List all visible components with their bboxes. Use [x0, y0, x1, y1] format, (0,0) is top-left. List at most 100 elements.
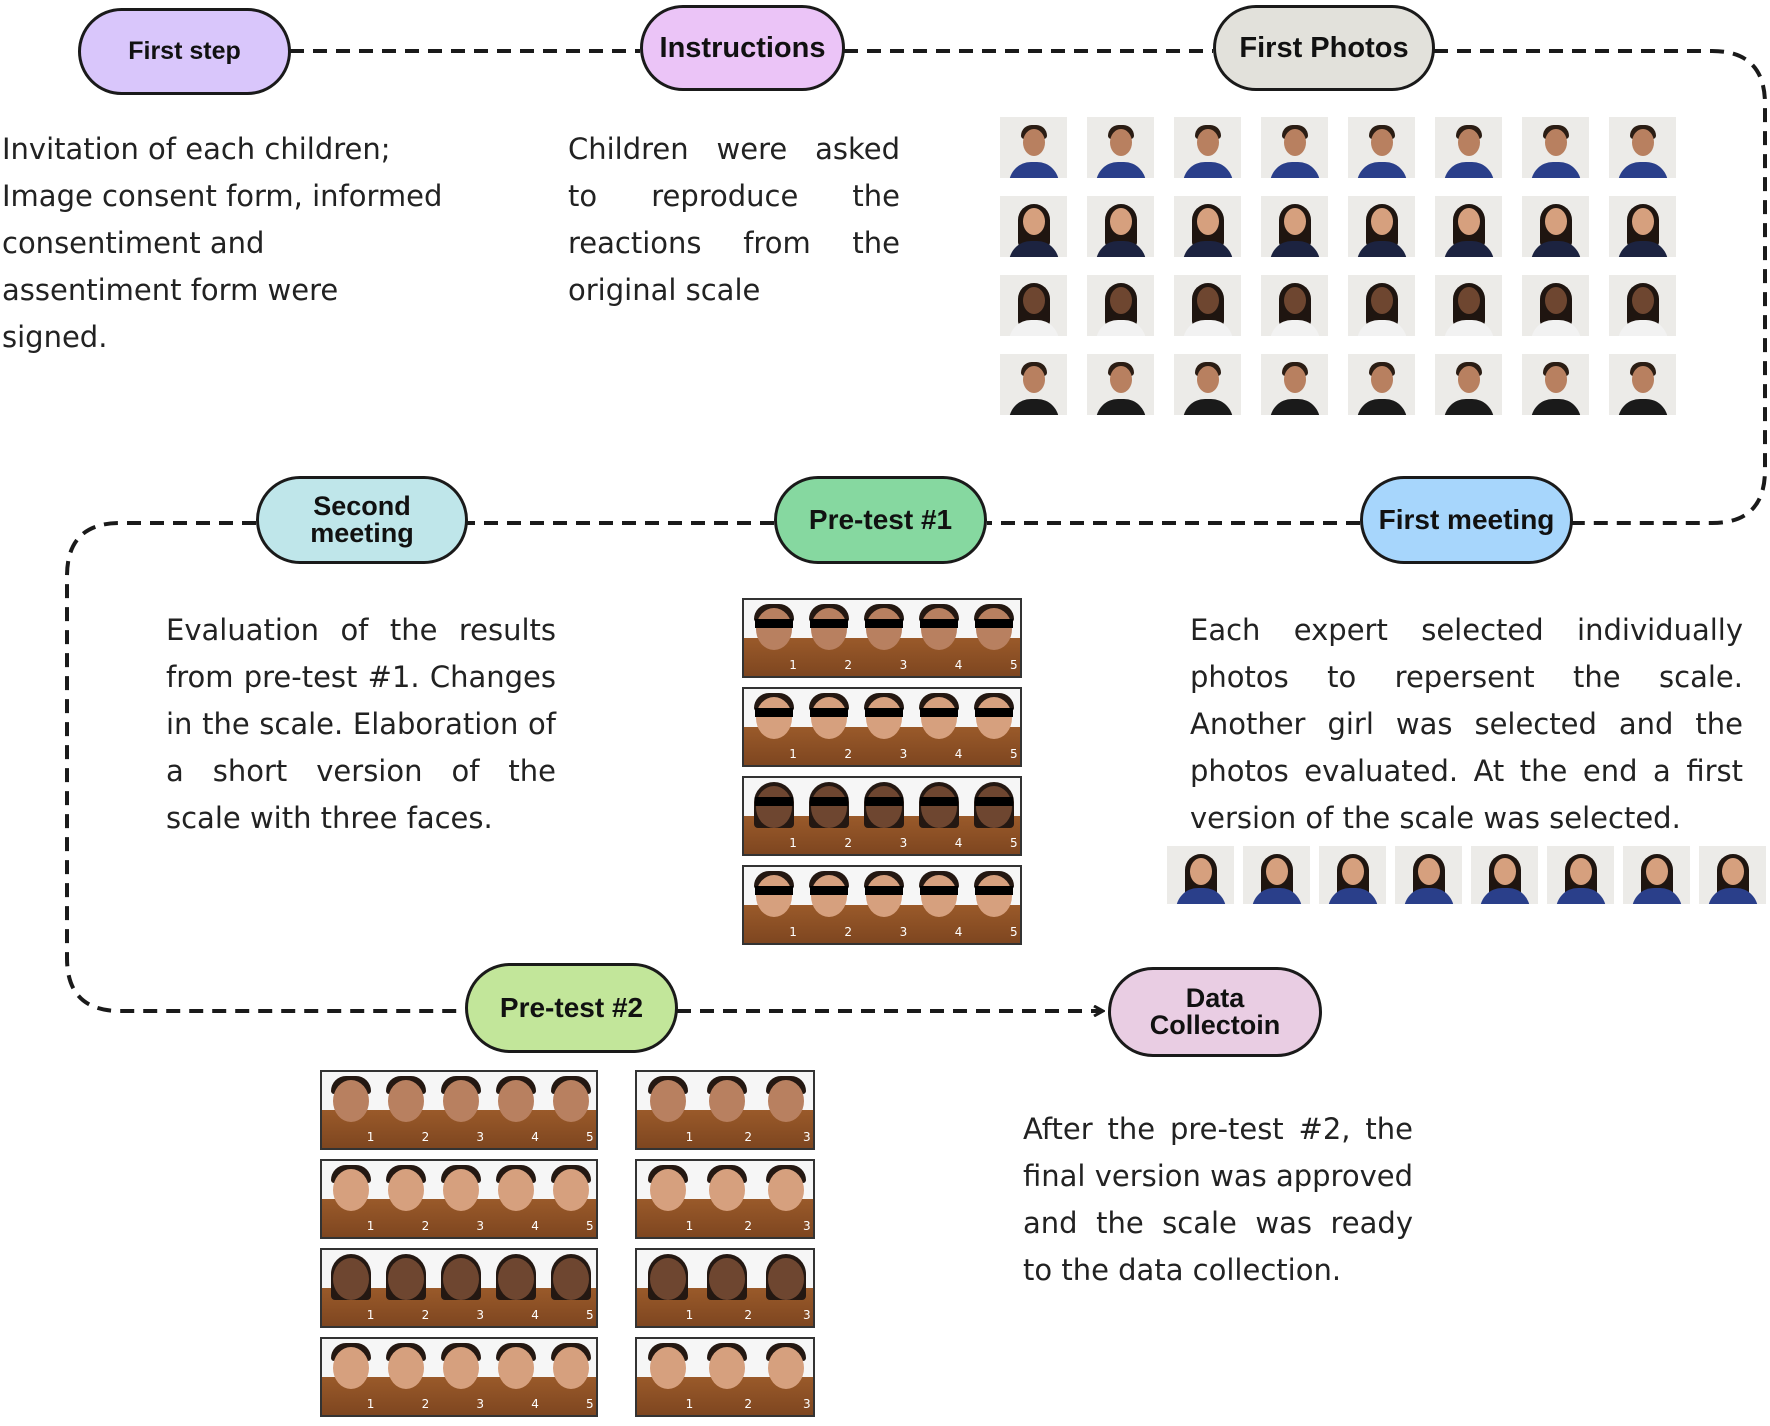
scale-number: 5: [586, 1130, 594, 1144]
child-photo: [1522, 275, 1589, 336]
scale-number: 1: [366, 1130, 375, 1144]
scale-number: 2: [844, 658, 853, 672]
node-pretest1-label: Pre-test #1: [808, 504, 953, 535]
connector-first-photos-to-first-meeting: [1434, 49, 1767, 525]
child-photo: [1348, 117, 1415, 178]
node-first-step-label: First step: [128, 37, 241, 65]
child-photo: [1174, 117, 1241, 178]
girl-photo: [1243, 846, 1310, 904]
child-photo: [1609, 196, 1676, 257]
node-first-meeting-label: First meeting: [1378, 504, 1555, 535]
child-photo: [1261, 196, 1328, 257]
node-second-meeting-label-line1: Second: [313, 491, 411, 521]
scale-number: 2: [744, 1219, 752, 1233]
girl-photo: [1547, 846, 1614, 904]
girl-photo: [1319, 846, 1386, 904]
scale-number: 2: [844, 836, 853, 850]
child-photo: [1000, 275, 1067, 336]
node-instructions: Instructions: [640, 5, 845, 91]
node-second-meeting-label-line2: meeting: [310, 518, 414, 548]
node-data-collection-label-line1: Data: [1185, 983, 1245, 1013]
scale-number: 1: [789, 925, 797, 939]
child-photo: [1174, 275, 1241, 336]
scale-number: 1: [366, 1219, 375, 1233]
scale-number: 1: [685, 1130, 694, 1144]
scale-number: 4: [954, 836, 963, 850]
child-photo: [1522, 117, 1589, 178]
scale-number: 1: [789, 836, 797, 850]
scale-number: 1: [366, 1397, 375, 1411]
child-photo: [1348, 275, 1415, 336]
scale-number: 1: [789, 747, 797, 761]
scale-number: 4: [531, 1308, 539, 1322]
child-photo: [1261, 354, 1328, 415]
scale-number: 3: [803, 1397, 811, 1411]
scale-number: 5: [1010, 925, 1018, 939]
desc-first-meeting: Each expert selected individually photos…: [1190, 613, 1743, 835]
child-photo: [1609, 117, 1676, 178]
scale-number: 5: [1010, 747, 1018, 761]
scale-number: 5: [586, 1219, 594, 1233]
scale-number: 4: [954, 925, 963, 939]
child-photo: [1174, 354, 1241, 415]
child-photo: [1174, 196, 1241, 257]
scale-number: 1: [685, 1308, 694, 1322]
scale-number: 4: [954, 658, 963, 672]
girl-photo: [1699, 846, 1766, 904]
scale-number: 5: [1010, 836, 1018, 850]
child-photo: [1348, 196, 1415, 257]
scale-number: 3: [899, 925, 908, 939]
scale-number: 3: [476, 1130, 485, 1144]
child-photo: [1435, 117, 1502, 178]
node-pretest2: Pre-test #2: [465, 963, 678, 1053]
scale-number: 2: [744, 1308, 752, 1322]
child-photo: [1609, 275, 1676, 336]
scale-number: 2: [744, 1130, 752, 1144]
scale-number: 5: [1010, 658, 1018, 672]
child-photo: [1087, 117, 1154, 178]
scale-number: 1: [685, 1397, 694, 1411]
girl-photo: [1395, 846, 1462, 904]
child-photo: [1348, 354, 1415, 415]
scale-number: 3: [899, 658, 908, 672]
scale-number: 3: [476, 1219, 485, 1233]
scale-number: 1: [685, 1219, 694, 1233]
scale-strip: 1 2 3 4 5: [320, 1248, 598, 1328]
node-data-collection: Data Collectoin: [1108, 967, 1322, 1057]
scale-number: 4: [531, 1130, 539, 1144]
scale-number: 2: [421, 1130, 430, 1144]
child-photo: [1087, 196, 1154, 257]
child-photo: [1435, 275, 1502, 336]
scale-number: 2: [421, 1308, 430, 1322]
first-photos-grid: [1000, 117, 1676, 415]
scale-number: 4: [954, 747, 963, 761]
scale-number: 3: [803, 1308, 811, 1322]
node-second-meeting: Second meeting: [256, 476, 468, 564]
desc-instructions: Children were asked to reproduce the rea…: [568, 132, 900, 307]
scale-number: 3: [476, 1308, 485, 1322]
first-meeting-girl-photos: [1167, 846, 1766, 904]
girl-photo: [1167, 846, 1234, 904]
scale-number: 1: [366, 1308, 375, 1322]
girl-photo: [1471, 846, 1538, 904]
node-pretest1: Pre-test #1: [774, 476, 987, 564]
scale-number: 5: [586, 1397, 594, 1411]
desc-second-meeting: Evaluation of the results from pre-test …: [166, 613, 556, 835]
node-first-step: First step: [78, 8, 291, 95]
node-first-meeting: First meeting: [1360, 476, 1573, 564]
desc-first-step: Invitation of each children; Image conse…: [2, 132, 443, 354]
child-photo: [1261, 117, 1328, 178]
child-photo: [1000, 354, 1067, 415]
child-photo: [1435, 196, 1502, 257]
scale-number: 5: [586, 1308, 594, 1322]
